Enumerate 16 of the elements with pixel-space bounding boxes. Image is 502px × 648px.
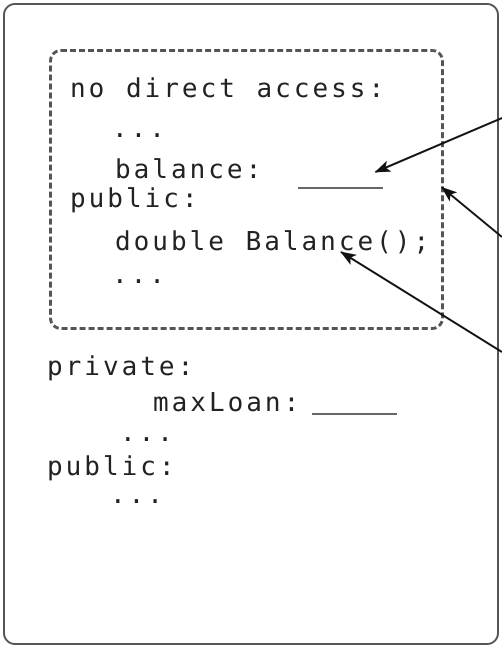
code-text: ...	[112, 114, 168, 144]
code-text: ...	[112, 260, 168, 290]
code-text: private:	[47, 352, 196, 382]
arrow	[374, 117, 502, 173]
code-text: ...	[120, 418, 176, 448]
arrow	[340, 251, 502, 353]
code-text: no direct access:	[70, 74, 388, 104]
code-text: balance:	[115, 155, 264, 185]
class-box	[3, 3, 499, 645]
code-text: maxLoan:	[153, 388, 302, 418]
code-text: public:	[47, 452, 178, 482]
code-text: double Balance();	[115, 227, 432, 257]
interface-box	[49, 49, 444, 330]
code-text: public:	[70, 184, 201, 214]
code-text: ...	[110, 480, 166, 510]
arrow	[441, 186, 502, 238]
